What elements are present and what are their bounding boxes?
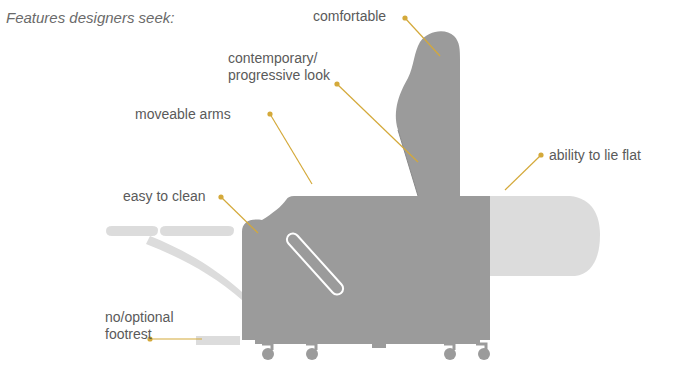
callout-label: comfortable [313,8,433,25]
footrest-pad [160,226,234,236]
caster-wheel [262,348,274,360]
leader-dot [538,152,543,157]
footrest-pad [106,226,158,236]
leader-line [150,338,202,339]
leader-dot [334,81,339,86]
callout-label: moveable arms [135,106,265,123]
leader-line [337,84,418,162]
caster-wheel [444,348,456,360]
leader-line [270,114,312,184]
caster-wheel [306,348,318,360]
callout-label: no/optional footrest [105,309,187,343]
callout-label: easy to clean [123,188,233,205]
diagram-title: Features designers seek: [6,9,174,26]
chair-backrest [396,31,460,196]
caster-wheel [478,348,490,360]
leader-dot [267,111,272,116]
leader-dot [218,194,223,199]
release-handle [284,231,345,297]
chair-body [242,196,490,340]
backrest-edge [398,130,418,196]
leg-rest [488,196,600,276]
leader-line [505,155,541,190]
leader-line [405,18,440,56]
callout-label: contemporary/ progressive look [228,50,340,84]
callout-label: ability to lie flat [549,147,675,164]
optional-footrest [196,336,240,345]
chair-foot [372,340,386,348]
leader-line [221,197,258,233]
footrest-linkage [146,236,242,300]
leader-dot [402,15,407,20]
